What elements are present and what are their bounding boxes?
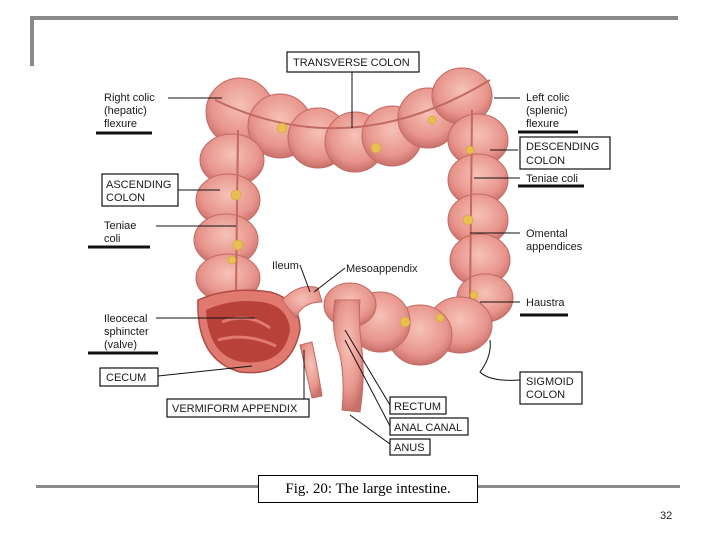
label-mesoappendix: Mesoappendix [346,263,418,275]
label-left-colic-1: Left colic [526,92,570,104]
box-anal-canal [389,417,469,436]
label-left-colic-2: (splenic) [526,105,568,117]
transverse-colon-shape [205,67,493,173]
label-vermiform-appendix: VERMIFORM APPENDIX [172,403,298,415]
label-teniae-coli-right: Teniae coli [526,173,578,185]
label-right-colic-3: flexure [104,118,137,130]
label-descending-1: DESCENDING [526,141,599,153]
colon-illustration [193,67,514,413]
label-descending-2: COLON [526,155,565,167]
descending-colon-shape [447,109,514,323]
omental-fat [227,115,479,328]
leader-lines [88,72,584,445]
label-anus: ANUS [394,442,425,454]
label-omental-1: Omental [526,228,568,240]
label-ascending-1: ASCENDING [106,179,171,191]
label-cecum: CECUM [106,372,146,384]
ileum-shape [281,286,323,320]
label-boxes [99,51,611,456]
label-rectum: RECTUM [394,401,441,413]
label-ileocecal-1: Ileocecal [104,313,147,325]
box-rectum [389,396,447,415]
label-left-colic-3: flexure [526,118,559,130]
frame-left-rule [30,16,34,66]
bottom-rule-left [36,485,258,488]
label-ileocecal-3: (valve) [104,339,137,351]
label-anal-canal: ANAL CANAL [394,422,462,434]
cecum-shape [197,289,301,374]
box-ascending-colon [101,173,179,207]
label-ascending-2: COLON [106,192,145,204]
label-ileocecal-2: sphincter [104,326,149,338]
ascending-colon-shape [193,129,265,303]
label-transverse-colon: TRANSVERSE COLON [293,57,410,69]
label-right-colic-1: Right colic [104,92,155,104]
box-anus [389,438,431,456]
appendix-shape [299,341,323,399]
labels: TRANSVERSE COLON Right colic (hepatic) f… [104,57,599,454]
frame-top-rule [30,16,678,20]
label-teniae-1: Teniae [104,220,136,232]
label-ileum: Ileum [272,260,299,272]
label-sigmoid-1: SIGMOID [526,376,574,388]
box-cecum [99,367,159,387]
label-teniae-2: coli [104,233,121,245]
label-omental-2: appendices [526,241,583,253]
rectum-shape [332,299,364,413]
box-transverse-colon [286,51,420,73]
box-sigmoid-colon [519,371,583,405]
page-number: 32 [660,510,673,522]
label-sigmoid-2: COLON [526,389,565,401]
figure-caption: Fig. 20: The large intestine. [258,475,478,503]
box-vermiform-appendix [166,398,310,418]
bottom-rule-right [478,485,680,488]
label-haustra: Haustra [526,297,565,309]
box-descending-colon [519,136,611,170]
label-right-colic-2: (hepatic) [104,105,147,117]
